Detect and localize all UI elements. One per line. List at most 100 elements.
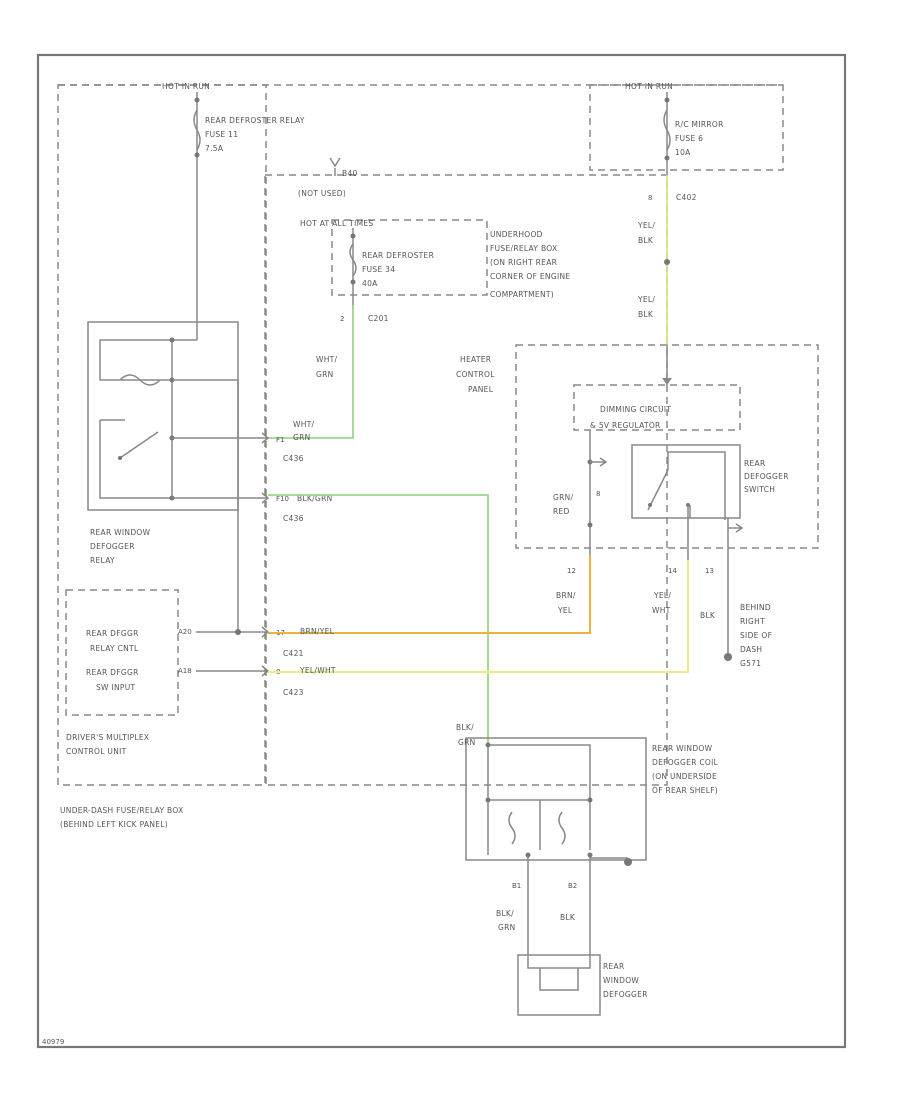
relay-coil-icon <box>119 374 161 386</box>
svg-text:UNDER-DASH FUSE/RELAY BOX: UNDER-DASH FUSE/RELAY BOX <box>60 806 184 815</box>
underdash-box-label: UNDER-DASH FUSE/RELAY BOX (BEHIND LEFT K… <box>60 806 184 829</box>
blk-grn-wire <box>268 494 489 745</box>
svg-text:CORNER OF ENGINE: CORNER OF ENGINE <box>490 272 570 281</box>
grn-red-label: GRN/ RED <box>553 493 574 516</box>
rear-defogger-switch-label: REAR DEFOGGER SWITCH <box>744 459 789 494</box>
svg-text:(ON RIGHT REAR: (ON RIGHT REAR <box>490 258 557 267</box>
corner-code: 40979 <box>42 1038 64 1046</box>
c436-top-label: C436 <box>283 454 304 463</box>
svg-text:DEFOGGER: DEFOGGER <box>603 990 648 999</box>
ground-terminal-dot <box>724 653 732 661</box>
a20-relay-splice-dot <box>235 629 241 635</box>
c421-label: C421 <box>283 649 304 658</box>
rear-defroster-fuse-label: REAR DEFROSTER <box>362 251 434 260</box>
underhood-box-label: UNDERHOOD FUSE/RELAY BOX (ON RIGHT REAR … <box>490 230 570 299</box>
blk-grn-wire-label: BLK/GRN <box>297 494 333 503</box>
left-fuse-dot-bottom <box>194 152 200 158</box>
hot-in-run-left-label: HOT IN RUN <box>162 82 210 91</box>
svg-text:BLK: BLK <box>638 310 654 319</box>
heater-supply-arrow <box>662 378 672 385</box>
underhood-area-outline <box>264 174 668 786</box>
c201-pin-label: 2 <box>340 315 344 323</box>
coil-winding-right <box>558 811 566 845</box>
yel-blk-label-1: YEL/ BLK <box>637 221 655 245</box>
left-fuse-dot-top <box>194 97 200 103</box>
relay-switch-contact <box>119 431 159 459</box>
svg-text:DEFOGGER: DEFOGGER <box>90 542 135 551</box>
drivers-multiplex-label: DRIVER'S MULTIPLEX CONTROL UNIT <box>66 733 149 756</box>
rear-window-defogger-relay-box <box>87 321 239 511</box>
yel-blk-splice-dot <box>664 259 670 265</box>
svg-text:WHT: WHT <box>652 606 671 615</box>
wht-grn-wire <box>268 305 354 439</box>
right-fuse-dot-bottom <box>664 155 670 161</box>
dimming-circuit-label: DIMMING CIRCUIT & 5V REGULATOR <box>590 405 671 430</box>
f10-pin-label: F10 <box>276 495 289 503</box>
outer-frame <box>36 53 847 1049</box>
svg-text:REAR DFGGR: REAR DFGGR <box>86 668 139 677</box>
svg-text:COMPARTMENT): COMPARTMENT) <box>490 290 554 299</box>
rear-dfggr-sw-input-label: REAR DFGGR SW INPUT <box>86 668 139 692</box>
svg-text:(BEHIND LEFT KICK PANEL): (BEHIND LEFT KICK PANEL) <box>60 820 168 829</box>
behind-right-dash-label: BEHIND RIGHT SIDE OF DASH G571 <box>740 603 772 668</box>
right-fuse-icon <box>663 109 671 151</box>
rc-mirror-label: R/C MIRROR <box>675 120 724 129</box>
svg-text:UNDERHOOD: UNDERHOOD <box>490 230 543 239</box>
c436-bottom-arrow <box>261 492 270 504</box>
pin-a18-label: A18 <box>178 667 192 675</box>
dimming-output-arrow <box>590 457 608 467</box>
underhood-fuse-box <box>331 219 488 296</box>
blk-grn-label-3: BLK/ GRN <box>496 909 515 932</box>
c436-bottom-label: C436 <box>283 514 304 523</box>
svg-text:YEL/: YEL/ <box>637 221 655 230</box>
heater-control-panel-label: HEATER CONTROL PANEL <box>456 355 495 394</box>
coil-dot-3 <box>587 797 593 803</box>
fuse-6-label: FUSE 6 <box>675 134 703 143</box>
fuse-34-label: FUSE 34 <box>362 265 395 274</box>
blk-ground-label: BLK <box>700 611 716 620</box>
rear-defroster-relay-fuse-label: REAR DEFROSTER RELAY <box>205 116 305 125</box>
svg-text:RELAY: RELAY <box>90 556 115 565</box>
coil-dot-1 <box>485 742 491 748</box>
underdash-box-outline <box>57 84 267 786</box>
relay-internal-wiring <box>99 339 197 500</box>
b1-label: B1 <box>512 882 521 890</box>
relay-coil-return <box>172 379 239 632</box>
coil-output-wires <box>527 855 591 955</box>
svg-text:GRN/: GRN/ <box>553 493 574 502</box>
c423-label: C423 <box>283 688 304 697</box>
svg-text:DRIVER'S MULTIPLEX: DRIVER'S MULTIPLEX <box>66 733 149 742</box>
pin-12-label: 12 <box>567 567 576 575</box>
pin-13-label: 13 <box>705 567 714 575</box>
svg-text:WINDOW: WINDOW <box>603 976 639 985</box>
svg-text:BLK: BLK <box>638 236 654 245</box>
f1-pin-label: F1 <box>276 436 284 444</box>
svg-text:BLK/: BLK/ <box>496 909 514 918</box>
yel-blk-label-2: YEL/ BLK <box>637 295 655 319</box>
c201-label: C201 <box>368 314 389 323</box>
svg-text:DEFOGGER: DEFOGGER <box>744 472 789 481</box>
pin-a20-label: A20 <box>178 628 192 636</box>
brn-yel-wire <box>268 555 591 634</box>
coil-winding-left <box>508 811 516 845</box>
c402-label: C402 <box>676 193 697 202</box>
coil-internal-wiring <box>487 744 591 855</box>
wht-grn-label-1: WHT/ GRN <box>316 355 337 379</box>
svg-text:SIDE OF: SIDE OF <box>740 631 772 640</box>
svg-text:GRN: GRN <box>316 370 334 379</box>
fuse-34-amp-label: 40A <box>362 279 378 288</box>
svg-text:WHT/: WHT/ <box>293 420 315 429</box>
fuse-34-icon <box>349 243 357 277</box>
blk-label-2: BLK <box>560 913 576 922</box>
svg-text:DASH: DASH <box>740 645 762 654</box>
drivers-multiplex-control-unit-box <box>65 589 179 716</box>
svg-text:RED: RED <box>553 507 570 516</box>
not-used-label: (NOT USED) <box>298 189 346 198</box>
svg-text:RELAY CNTL: RELAY CNTL <box>90 644 139 653</box>
svg-text:SW INPUT: SW INPUT <box>96 683 135 692</box>
svg-text:GRN: GRN <box>458 738 476 747</box>
svg-text:SWITCH: SWITCH <box>744 485 775 494</box>
svg-text:G571: G571 <box>740 659 761 668</box>
pin-grn-red: 8 <box>596 490 600 498</box>
svg-text:REAR DFGGR: REAR DFGGR <box>86 629 139 638</box>
